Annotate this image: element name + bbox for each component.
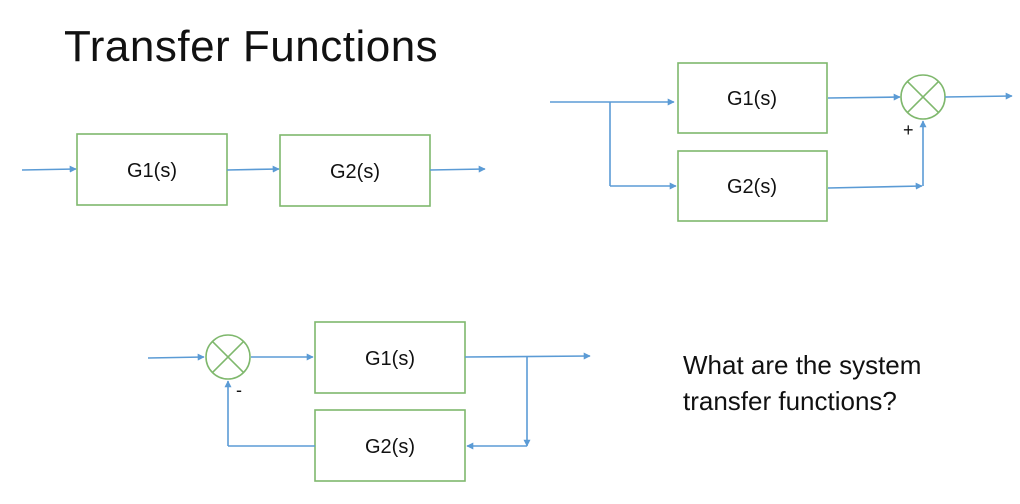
feedback-block-g2-label: G2(s) <box>365 436 415 458</box>
feedback-block-g2 <box>314 409 466 482</box>
slide-title: Transfer Functions <box>64 22 439 71</box>
parallel-output-arrow <box>944 92 1013 100</box>
parallel-sum-cross-b <box>906 80 940 114</box>
parallel-g1-out-arrow <box>827 93 901 101</box>
feedback-diagram: G1(s) G2(s) - <box>147 321 591 482</box>
feedback-input-arrow <box>147 353 205 361</box>
feedback-block-g1-label: G1(s) <box>365 348 415 370</box>
series-mid-arrow <box>226 165 280 173</box>
parallel-g2-out-arrow <box>827 182 923 190</box>
parallel-plus-sign: + <box>903 120 914 140</box>
series-block-g2 <box>279 134 431 207</box>
parallel-block-g1-label: G1(s) <box>727 88 777 110</box>
feedback-output-arrow <box>464 352 591 360</box>
question-line-2: transfer functions? <box>683 386 897 416</box>
series-output-arrow <box>429 165 486 173</box>
series-diagram: G1(s) G2(s) <box>21 133 486 207</box>
feedback-block-g1 <box>314 321 466 394</box>
question-line-1: What are the system <box>683 350 922 380</box>
series-block-g1-label: G1(s) <box>127 160 177 182</box>
feedback-sum-cross-b <box>211 340 245 374</box>
parallel-block-g1 <box>677 62 828 134</box>
parallel-diagram: G1(s) G2(s) + <box>550 62 1013 222</box>
series-block-g2-label: G2(s) <box>330 161 380 183</box>
parallel-block-g2 <box>677 150 828 222</box>
parallel-block-g2-label: G2(s) <box>727 176 777 198</box>
series-input-arrow <box>21 165 77 173</box>
feedback-minus-sign: - <box>236 380 242 400</box>
question-text: What are the system transfer functions? <box>683 347 921 419</box>
